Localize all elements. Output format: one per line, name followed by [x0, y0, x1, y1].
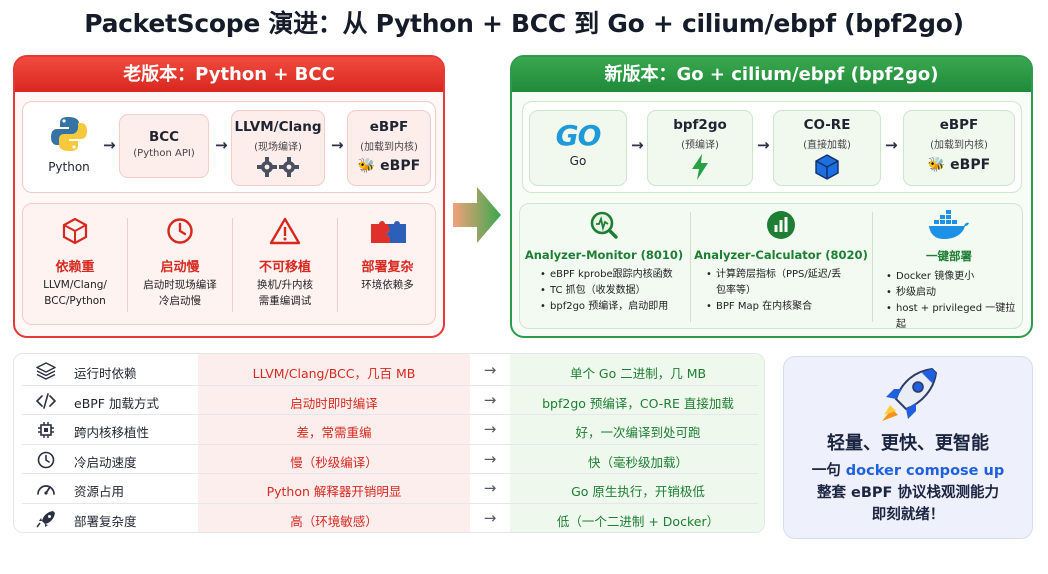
- feature-card: Analyzer-Calculator (8020) 计算跨层指标（PPS/延迟…: [692, 204, 870, 328]
- new-features: Analyzer-Monitor (8010) eBPF kprobe跟踪内核函…: [519, 203, 1024, 330]
- gauge-icon: [37, 485, 55, 495]
- problem-card: 部署复杂 环境依赖多: [338, 204, 437, 324]
- new-flow-bpf2go: bpf2go (预编译): [647, 110, 753, 186]
- problem-card: 依赖重 LLVM/Clang/ BCC/Python: [23, 204, 127, 324]
- transition-arrow-icon: [453, 187, 501, 243]
- table-row: 跨内核移植性 差，常需重编 → 好，一次编译到处可跑: [14, 415, 764, 445]
- magnifier-icon: [590, 211, 618, 239]
- bee-icon: 🐝: [357, 158, 376, 174]
- bee-icon: 🐝: [927, 157, 946, 173]
- page-title: PacketScope 演进：从 Python + BCC 到 Go + cil…: [84, 9, 964, 38]
- docker-icon: [929, 210, 969, 239]
- ebpf-logo: 🐝 eBPF: [357, 158, 421, 174]
- lightning-icon: [692, 154, 708, 180]
- old-flow-llvm: LLVM/Clang (现场编译): [231, 110, 325, 186]
- new-version-header: 新版本：Go + cilium/ebpf (bpf2go): [512, 57, 1031, 92]
- flow-arrow: →: [103, 136, 116, 154]
- feature-card: Analyzer-Monitor (8010) eBPF kprobe跟踪内核函…: [520, 204, 688, 328]
- chip-icon: [38, 422, 54, 438]
- table-row: eBPF 加载方式 启动时即时编译 → bpf2go 预编译，CO-RE 直接加…: [14, 386, 764, 415]
- clock-icon: [167, 218, 193, 244]
- new-flow-ebpf: eBPF (加载到内核) 🐝 eBPF: [903, 110, 1015, 186]
- summary-headline: 轻量、更快、更智能: [827, 433, 989, 454]
- table-row: 部署复杂度 高（环境敏感） → 低（一个二进制 + Docker）: [14, 504, 764, 533]
- layers-icon: [36, 362, 56, 380]
- go-logo: GO: [555, 119, 602, 152]
- rocket-icon: [36, 510, 55, 527]
- problem-card: 不可移植 换机/升内核 需重编调试: [233, 204, 337, 324]
- bar-chart-icon: [767, 211, 795, 239]
- new-flow: GO Go → bpf2go (预编译) → CO-RE (直接加载) → eB…: [522, 101, 1022, 193]
- python-icon: [51, 117, 87, 151]
- old-version-header: 老版本：Python + BCC: [15, 57, 443, 92]
- feature-card: 一键部署 Docker 镜像更小 秒级启动 host + privileged …: [874, 204, 1024, 330]
- cube-icon: [62, 217, 88, 245]
- old-problems: 依赖重 LLVM/Clang/ BCC/Python 启动慢 启动时现场编译 冷…: [22, 203, 436, 325]
- summary-box: 轻量、更快、更智能 一句 docker compose up 整套 eBPF 协…: [783, 356, 1033, 539]
- new-flow-core: CO-RE (直接加载): [773, 110, 881, 186]
- table-row: 冷启动速度 慢（秒级编译） → 快（毫秒级加载）: [14, 445, 764, 474]
- warning-icon: [269, 217, 301, 245]
- summary-line-3: 即刻就绪！: [871, 507, 945, 523]
- new-version-panel: 新版本：Go + cilium/ebpf (bpf2go) GO Go → bp…: [510, 55, 1033, 338]
- summary-line-1: 一句 docker compose up: [811, 463, 1005, 479]
- code-icon: [36, 392, 56, 409]
- old-flow-ebpf: eBPF (加载到内核) 🐝 eBPF: [347, 110, 431, 186]
- comparison-table: 运行时依赖 LLVM/Clang/BCC，几百 MB → 单个 Go 二进制，几…: [13, 353, 765, 533]
- flow-arrow: →: [757, 136, 770, 154]
- old-flow: Python → BCC (Python API) → LLVM/Clang (…: [22, 101, 436, 193]
- gears-icon: [257, 157, 299, 177]
- cube-icon: [815, 154, 839, 180]
- problem-card: 启动慢 启动时现场编译 冷启动慢: [128, 204, 232, 324]
- table-row: 运行时依赖 LLVM/Clang/BCC，几百 MB → 单个 Go 二进制，几…: [14, 356, 764, 386]
- flow-arrow: →: [631, 136, 644, 154]
- old-version-panel: 老版本：Python + BCC Python → BCC (Python AP…: [13, 55, 445, 338]
- clock-icon: [37, 451, 55, 468]
- old-flow-python: Python: [37, 110, 101, 188]
- flow-arrow: →: [885, 136, 898, 154]
- rocket-icon: [882, 367, 938, 421]
- summary-line-2: 整套 eBPF 协议栈观测能力: [816, 485, 999, 501]
- puzzle-icon: [370, 221, 406, 243]
- new-flow-go: GO Go: [529, 110, 627, 186]
- flow-arrow: →: [331, 136, 344, 154]
- flow-arrow: →: [215, 136, 228, 154]
- table-row: 资源占用 Python 解释器开销明显 → Go 原生执行，开销极低: [14, 474, 764, 504]
- ebpf-logo: 🐝 eBPF: [927, 157, 991, 173]
- old-flow-bcc: BCC (Python API): [119, 114, 209, 178]
